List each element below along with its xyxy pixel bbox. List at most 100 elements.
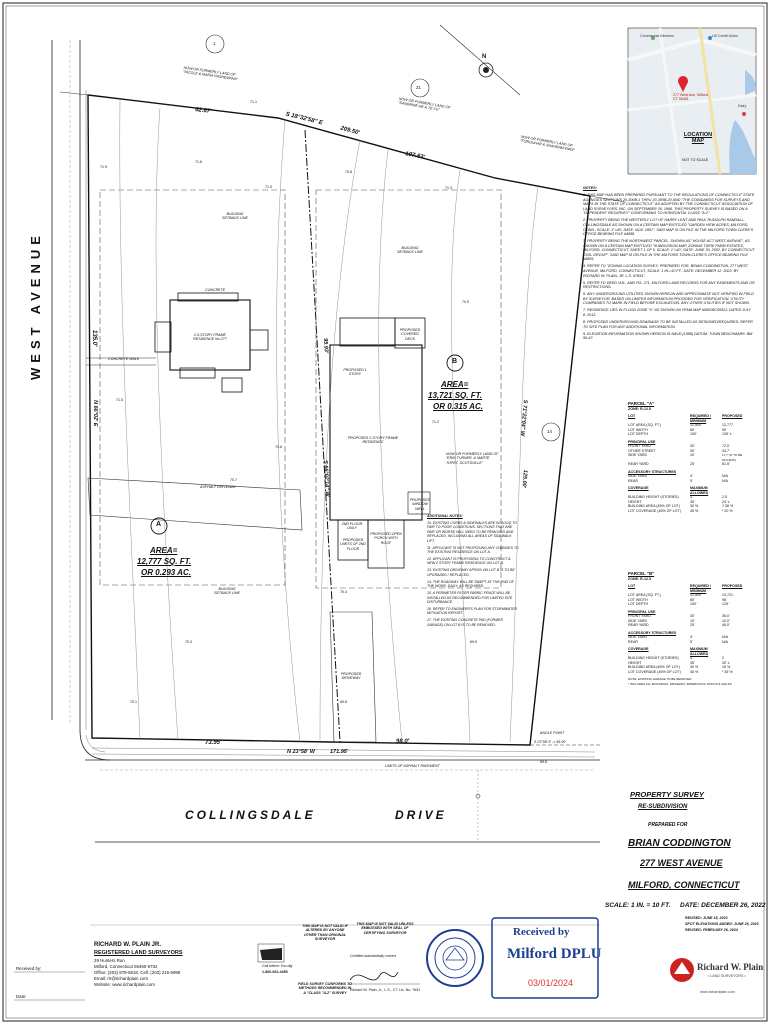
- circle-label-21: 21: [416, 85, 421, 90]
- driveway-a: [87, 477, 303, 531]
- parcel-a-title: PARCEL "A": [628, 401, 655, 406]
- dist-bottom-mid: 171.95': [330, 749, 349, 755]
- cell: LOT COVERAGE (45% OF LOT): [628, 669, 681, 674]
- cell: LOT AREA (SQ. FT.): [628, 593, 661, 597]
- prepared-for-label: PREPARED FOR: [648, 822, 688, 828]
- not-valid-note: THIS MAP IS NOT VALID IF ALTERED BY ANYO…: [302, 924, 348, 942]
- cell: 72.0': [722, 444, 730, 448]
- surveyor-email: Email: rlr@richardplain.com: [94, 976, 148, 981]
- lot-circle-21: [410, 78, 430, 98]
- note: 4. REFER TO "ZONING LOCATION SURVEY, PRE…: [583, 264, 748, 278]
- window-well-label: PROPOSED WINDOW WELL: [409, 498, 431, 511]
- cell: 30 %: [690, 504, 699, 508]
- add-note: 14. THE ROADWAY WILL BE SWEPT AT THE END…: [427, 579, 514, 589]
- parcel-b-zone: ZONE: R-12.5: [628, 576, 651, 581]
- open-porch-label: PROPOSED OPEN PORCH WITH ROOF: [370, 532, 402, 545]
- principal-title: PRINCIPAL USE: [628, 609, 656, 614]
- cell: 25': [690, 462, 695, 466]
- notes-title: NOTES:: [583, 186, 597, 190]
- lot-division-line: [304, 129, 341, 743]
- cell: FRONT YARD: [628, 444, 651, 448]
- note: 2. PROPERTY BEING THE WESTERLY LOT OF HA…: [583, 218, 754, 237]
- add-note: 13. EXISTING DRIVEWAY APRON ON LOT B IS …: [427, 568, 515, 577]
- cell: LOT COVERAGE (45% OF LOT): [628, 508, 681, 513]
- spot-elev: 71.5: [116, 398, 123, 402]
- cell: BUILDING HEIGHT (STORIES): [628, 656, 679, 660]
- parcel-b-sqft: 13,721 SQ. FT.: [428, 391, 483, 400]
- received-by-label: Received by:: [16, 966, 42, 971]
- cell: 15 %: [722, 665, 731, 669]
- spot-elev: 70.6: [275, 445, 282, 449]
- date-label: Date:: [16, 994, 27, 999]
- dist-mid: 95.93': [322, 338, 329, 354]
- zone-note-1: NOTE: EXISTING GARAGE TO BE REMOVED: [628, 677, 692, 681]
- seal-note: THIS MAP IS NOT VALID UNLESS EMBOSSED WI…: [356, 922, 414, 935]
- stamp-title: Received by: [513, 926, 570, 938]
- survey-type: PROPERTY SURVEY: [630, 790, 704, 799]
- add-note: 10. EXISTING CURBS & SIDEWALKS ARE IN GO…: [427, 521, 517, 543]
- cell: LOT AREA (SQ. FT.): [628, 423, 661, 427]
- cell: REAR: [628, 639, 638, 644]
- cell: 30 %: [690, 665, 699, 669]
- scale-text: SCALE: 1 IN. = 10 FT.: [605, 902, 671, 909]
- max-allowed-title: MAXIMUM ALLOWED: [690, 647, 709, 656]
- cell: 5': [690, 478, 693, 483]
- accessory-title: ACCESSORY STRUCTURES: [628, 630, 677, 635]
- cell: * 35 %: [722, 669, 733, 674]
- spot-elev: 69.8: [340, 700, 347, 704]
- proposed-deck: PROPOSED COVERED DECK: [399, 328, 421, 341]
- property-address: 277 WEST AVENUE: [640, 858, 723, 868]
- parcel-a-sqft: 12,777 SQ. FT.: [137, 557, 192, 566]
- dist-bottom-east: 98.0': [396, 739, 410, 745]
- spot-elev: 71.0: [265, 185, 272, 189]
- compass-n: N: [482, 54, 487, 60]
- spot-elev: 70.7: [230, 478, 237, 482]
- spot-elev: 71.6: [195, 160, 202, 164]
- parcel-a-area-label: AREA=: [150, 546, 178, 555]
- surveyor-website: Website: www.richardplain.com: [94, 982, 155, 987]
- surveyor-line: 29 Hunters Run: [94, 958, 125, 963]
- cell: 90': [722, 427, 727, 432]
- spot-elev: 70.3: [185, 640, 192, 644]
- add-notes-title: ADDITIONAL NOTES:: [427, 514, 463, 518]
- cell: N/A: [722, 639, 728, 644]
- setback-b-label: BUILDING SETBACK LINE: [397, 246, 423, 255]
- cell: 5': [690, 639, 693, 644]
- logo-tagline: • LAND SURVEYORS •: [708, 974, 746, 978]
- second-floor-label: 2ND FLOOR ONLY: [341, 522, 363, 531]
- spot-elev: 69.6: [540, 760, 547, 764]
- cell: 45 %: [690, 669, 699, 674]
- revision-1: REVISED: JUNE 15, 2023: [685, 916, 728, 920]
- col-lot: LOT: [628, 414, 636, 418]
- add-note: 12. APPLICANT IS PROPOSING TO CONSTRUCT …: [427, 557, 511, 566]
- map-place-3: Dairy: [738, 104, 747, 108]
- cell: 10': [690, 618, 695, 623]
- parcel-b-letter: B: [452, 358, 458, 365]
- cell: * 20 %: [722, 508, 733, 513]
- call-before-dig: Call before You dig: [262, 964, 293, 968]
- received-stamp-box: [491, 917, 599, 999]
- cell: REAR YARD: [628, 462, 649, 466]
- coverage-title: COVERAGE: [628, 486, 649, 490]
- angle-point-label: ANGLE POINT: [540, 731, 565, 735]
- cell: BUILDING AREA (45% OF LOT): [628, 504, 680, 508]
- parcel-a-acres: OR 0.293 AC.: [141, 568, 191, 577]
- cell: LOT DEPTH: [628, 432, 649, 436]
- map-place-1: Commercial Kitchens: [640, 34, 674, 38]
- dist-bottom-west: 73.95': [205, 740, 222, 746]
- conforms-note: FIELD SURVEY CONFORMS TO METHODS RECOMME…: [298, 982, 352, 995]
- cell: 7.38 %: [722, 504, 734, 508]
- property-town: MILFORD, CONNECTICUT: [628, 880, 740, 890]
- survey-subtitle: RE-SUBDIVISION: [638, 804, 688, 810]
- proposed-1-story: PROPOSED 1 STORY: [343, 368, 367, 377]
- parcel-a-letter: A: [156, 521, 162, 528]
- bearing-east-ext: S 23°58' E -> 95.00': [534, 740, 566, 744]
- cell: 35': [690, 499, 695, 504]
- map-pin-label: 277 West Ave, Milford, CT 06461: [673, 93, 709, 102]
- setback-a: [99, 189, 286, 586]
- location-pin: [678, 76, 689, 92]
- col-lot: LOT: [628, 584, 636, 588]
